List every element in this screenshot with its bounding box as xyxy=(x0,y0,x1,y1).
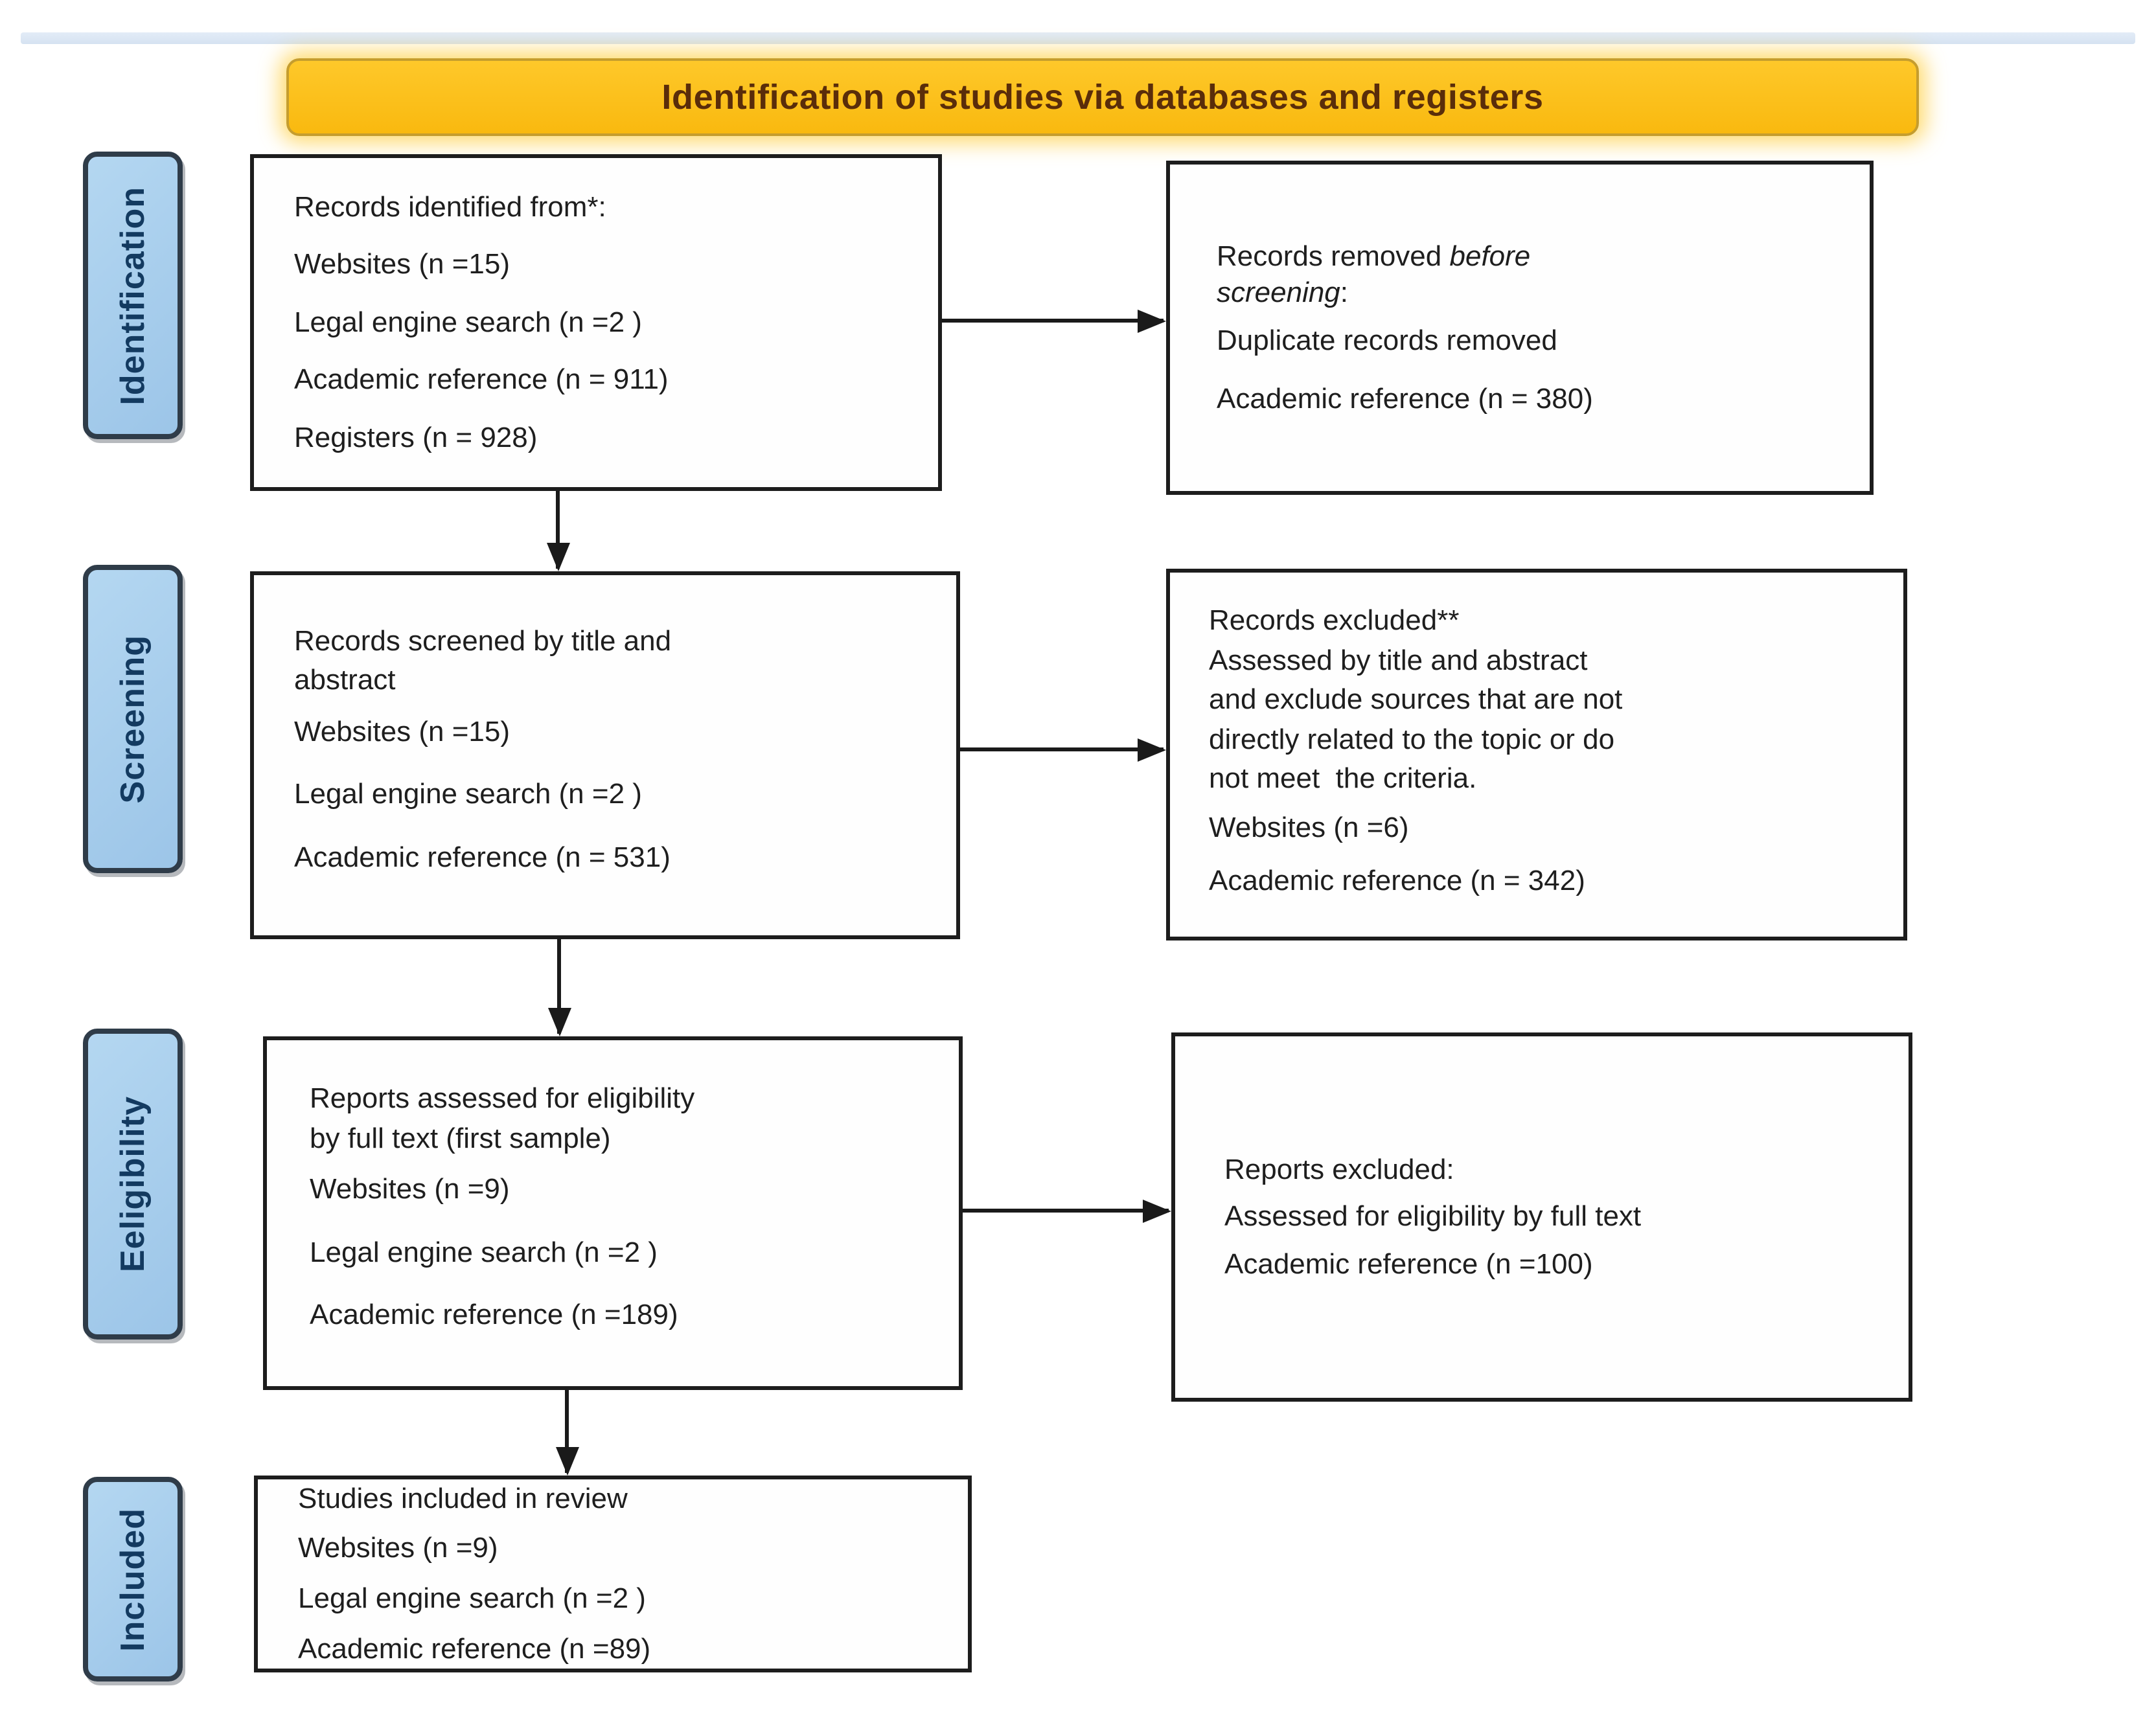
text-segment-italic: before screening xyxy=(1217,239,1531,309)
text-line: Records excluded** xyxy=(1209,604,1460,636)
text-line: Legal engine search (n =2 ) xyxy=(298,1582,646,1614)
stage-label-text: Eeligibility xyxy=(113,1095,152,1273)
banner-title: Identification of studies via databases … xyxy=(661,77,1544,116)
stage-label-identification: Identification xyxy=(83,152,183,439)
text-line: Academic reference (n = 380) xyxy=(1217,382,1593,415)
text-line: not meet the criteria. xyxy=(1209,762,1477,795)
arrow-down-icon xyxy=(547,491,570,571)
text-line: Academic reference (n =189) xyxy=(310,1298,678,1331)
text-line: Academic reference (n =100) xyxy=(1224,1247,1593,1280)
stage-label-screening: Screening xyxy=(83,565,183,873)
text-line: Legal engine search (n =2 ) xyxy=(310,1235,658,1268)
text-line: Records removed before screening: xyxy=(1217,238,1582,312)
arrow-down-icon xyxy=(548,939,571,1036)
text-line: Legal engine search (n =2 ) xyxy=(294,777,642,810)
text-line: Records identified from*: xyxy=(294,190,606,223)
text-line: Studies included in review xyxy=(298,1481,628,1514)
text-line: Academic reference (n =89) xyxy=(298,1632,651,1665)
text-line: Academic reference (n = 342) xyxy=(1209,863,1585,896)
text-segment: Records removed xyxy=(1217,239,1450,272)
text-line: and exclude sources that are not xyxy=(1209,683,1623,716)
stage-label-included: Included xyxy=(83,1477,183,1682)
arrow-down-icon xyxy=(556,1390,579,1476)
arrow-right-icon xyxy=(942,310,1166,333)
stage-label-text: Identification xyxy=(113,186,152,405)
text-segment: : xyxy=(1340,276,1349,309)
text-line: Websites (n =15) xyxy=(294,247,510,280)
box-studies-included: Studies included in review Websites (n =… xyxy=(254,1476,972,1672)
arrow-right-icon xyxy=(963,1200,1171,1223)
stage-label-eligibility: Eeligibility xyxy=(83,1029,183,1340)
text-line: Assessed for eligibility by full text xyxy=(1224,1200,1642,1233)
box-records-excluded: Records excluded** Assessed by title and… xyxy=(1166,569,1907,940)
text-line: Websites (n =9) xyxy=(310,1172,510,1205)
text-line: Reports excluded: xyxy=(1224,1152,1454,1185)
text-line: Records screened by title and xyxy=(294,624,672,657)
text-line: Websites (n =15) xyxy=(294,714,510,747)
text-line: Academic reference (n = 911) xyxy=(294,363,669,396)
box-records-removed: Records removed before screening: Duplic… xyxy=(1166,161,1874,495)
stage-label-text: Included xyxy=(113,1507,152,1651)
text-line: by full text (first sample) xyxy=(310,1121,611,1154)
top-accent-bar xyxy=(21,32,2135,44)
text-line: Registers (n = 928) xyxy=(294,420,538,453)
text-line: directly related to the topic or do xyxy=(1209,722,1615,755)
stage-label-text: Screening xyxy=(113,634,152,804)
box-records-identified: Records identified from*: Websites (n =1… xyxy=(250,154,942,491)
text-line: Academic reference (n = 531) xyxy=(294,840,671,873)
text-line: Legal engine search (n =2 ) xyxy=(294,305,642,338)
text-line: Assessed by title and abstract xyxy=(1209,643,1588,676)
text-line: Reports assessed for eligibility xyxy=(310,1082,695,1115)
box-reports-excluded: Reports excluded: Assessed for eligibili… xyxy=(1171,1032,1912,1402)
box-records-screened: Records screened by title and abstract W… xyxy=(250,571,960,939)
banner: Identification of studies via databases … xyxy=(286,58,1919,136)
text-line: Websites (n =9) xyxy=(298,1531,498,1564)
text-line: Duplicate records removed xyxy=(1217,324,1557,356)
arrow-right-icon xyxy=(960,738,1166,762)
text-line: abstract xyxy=(294,663,396,696)
text-line: Websites (n =6) xyxy=(1209,810,1409,843)
box-reports-assessed: Reports assessed for eligibility by full… xyxy=(263,1036,963,1390)
